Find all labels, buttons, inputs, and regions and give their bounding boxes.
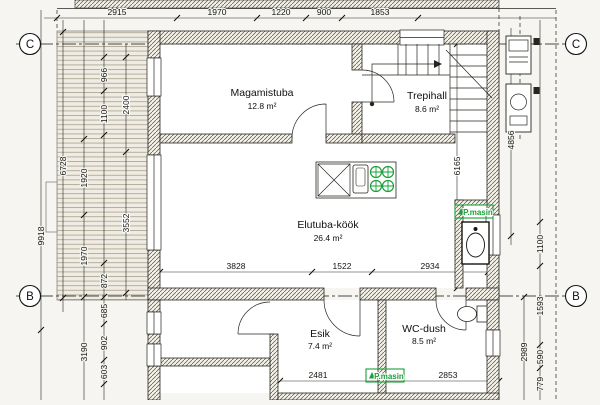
dim-label: 2934	[421, 261, 440, 271]
dim-label: 902	[99, 336, 109, 350]
staircase	[362, 44, 493, 134]
dim-label: 3828	[227, 261, 246, 271]
washer-box	[365, 368, 405, 383]
dim-label: 1100	[535, 235, 545, 254]
dimension-labels: 2915 1970 1220 900 1853 9918 6728 1920 1…	[35, 6, 546, 392]
room-area-esik: 7.4 m²	[308, 341, 332, 351]
dim-label: 6165	[452, 156, 462, 175]
grid-letter-c: C	[26, 39, 34, 51]
room-labels: Magamistuba 12.8 m² Trepihall 8.6 m² Elu…	[229, 86, 448, 352]
grid-bubble-c-right	[564, 32, 588, 56]
dim-label: 1522	[333, 261, 352, 271]
dim-label: 1100	[99, 105, 109, 124]
walls	[146, 29, 501, 401]
room-label-trepihall: Trepihall	[407, 90, 447, 102]
dim-label: 9918	[36, 226, 46, 245]
triangle-marker-icon	[369, 372, 375, 379]
dim-label: 1220	[272, 7, 291, 17]
dim-label: 4856	[506, 130, 516, 149]
exterior-unit	[505, 35, 532, 75]
grid-bubble-b-right	[564, 284, 588, 308]
dim-label: 2989	[519, 342, 529, 361]
kitchen-fixtures	[315, 161, 397, 199]
grid-bubble-b-left	[18, 284, 42, 308]
dim-label: 3190	[79, 342, 89, 361]
dimension-chains	[37, 8, 557, 400]
room-label-elutuba: Elutuba-köök	[297, 219, 359, 231]
utility-fixtures	[457, 221, 490, 323]
room-area-magamistuba: 12.8 m²	[248, 101, 277, 111]
dim-label: 1853	[371, 7, 390, 17]
dim-label: 900	[317, 7, 331, 17]
dim-label: 2853	[439, 370, 458, 380]
kitchen-sink	[352, 164, 369, 194]
room-label-magamistuba: Magamistuba	[230, 87, 293, 99]
room-label-esik: Esik	[310, 328, 331, 340]
wall-top	[147, 30, 500, 45]
stove-burners	[369, 165, 395, 193]
washer-label: P.masin	[374, 372, 404, 381]
dim-label: 685	[99, 304, 109, 318]
dim-label: 966	[99, 68, 109, 82]
dim-label: 3552	[121, 213, 131, 232]
dim-label: 1920	[79, 168, 89, 187]
dim-label: 779	[535, 377, 545, 391]
upper-structure-band	[57, 0, 556, 9]
grid-letter-b: B	[572, 291, 580, 303]
grid-letter-b: B	[26, 291, 34, 303]
grid-bubble-c-left	[18, 32, 42, 56]
deck-terrace	[45, 30, 149, 301]
dim-label: 2481	[309, 370, 328, 380]
dim-label: 6728	[58, 156, 68, 175]
dim-label: 590	[535, 350, 545, 364]
dim-label: 2915	[108, 7, 127, 17]
washer-box	[454, 204, 494, 219]
appliance-labels: P.masin P.masin	[365, 204, 494, 383]
grid-markers: C C B B	[18, 32, 588, 308]
floor-interior	[160, 44, 487, 393]
windows	[146, 29, 501, 367]
washer-label: P.masin	[463, 208, 493, 217]
deck-step	[45, 181, 58, 233]
toilet	[476, 305, 488, 323]
triangle-marker-icon	[458, 208, 464, 215]
dim-label: 2400	[121, 95, 131, 114]
room-area-elutuba: 26.4 m²	[314, 233, 343, 243]
room-label-wc: WC-dush	[402, 323, 446, 335]
dim-label: 1970	[208, 7, 227, 17]
dim-label: 1970	[79, 246, 89, 265]
room-area-trepihall: 8.6 m²	[415, 104, 439, 114]
dim-label: 872	[99, 274, 109, 288]
dim-label: 603	[99, 365, 109, 379]
stair-direction-arrow	[371, 63, 434, 104]
hob-unit	[317, 163, 351, 197]
exterior-units	[505, 35, 540, 133]
dim-label: 1593	[535, 296, 545, 315]
grid-letter-c: C	[572, 39, 580, 51]
room-area-wc: 8.5 m²	[412, 336, 436, 346]
